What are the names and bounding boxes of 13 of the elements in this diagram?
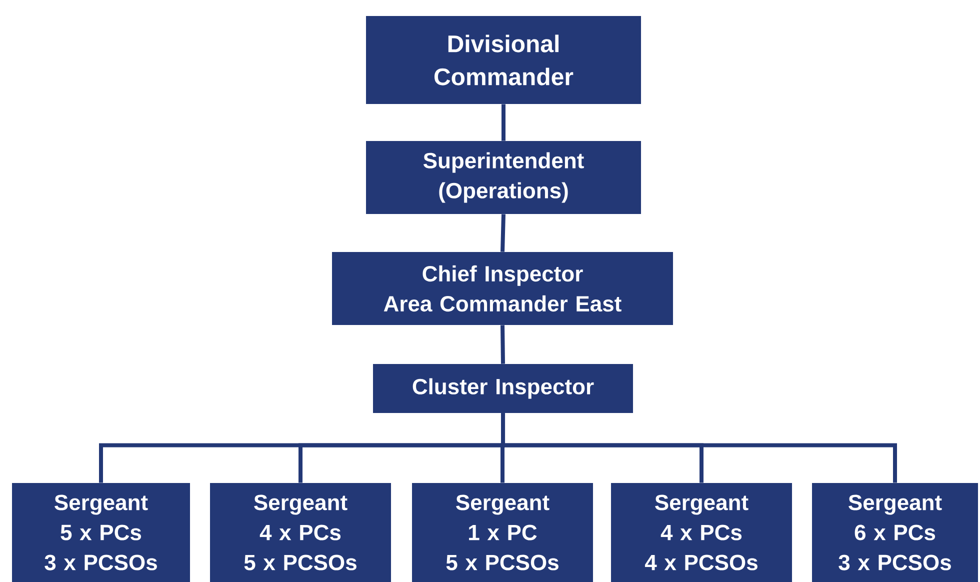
org-box: Chief Inspector Area Commander East [332,252,673,325]
org-box: Sergeant 4 x PCs 4 x PCSOs [611,483,792,582]
connector-line [501,413,897,483]
org-box: Cluster Inspector [373,364,633,413]
org-box: Sergeant 1 x PC 5 x PCSOs [412,483,593,582]
org-box: Sergeant 5 x PCs 3 x PCSOs [12,483,190,582]
connector-line [500,214,506,252]
connector-line [502,104,506,141]
org-box: Sergeant 4 x PCs 5 x PCSOs [210,483,391,582]
org-box: Divisional Commander [366,16,641,104]
org-box: Superintendent (Operations) [366,141,641,214]
org-box: Sergeant 6 x PCs 3 x PCSOs [812,483,978,582]
connector-line [500,325,505,364]
